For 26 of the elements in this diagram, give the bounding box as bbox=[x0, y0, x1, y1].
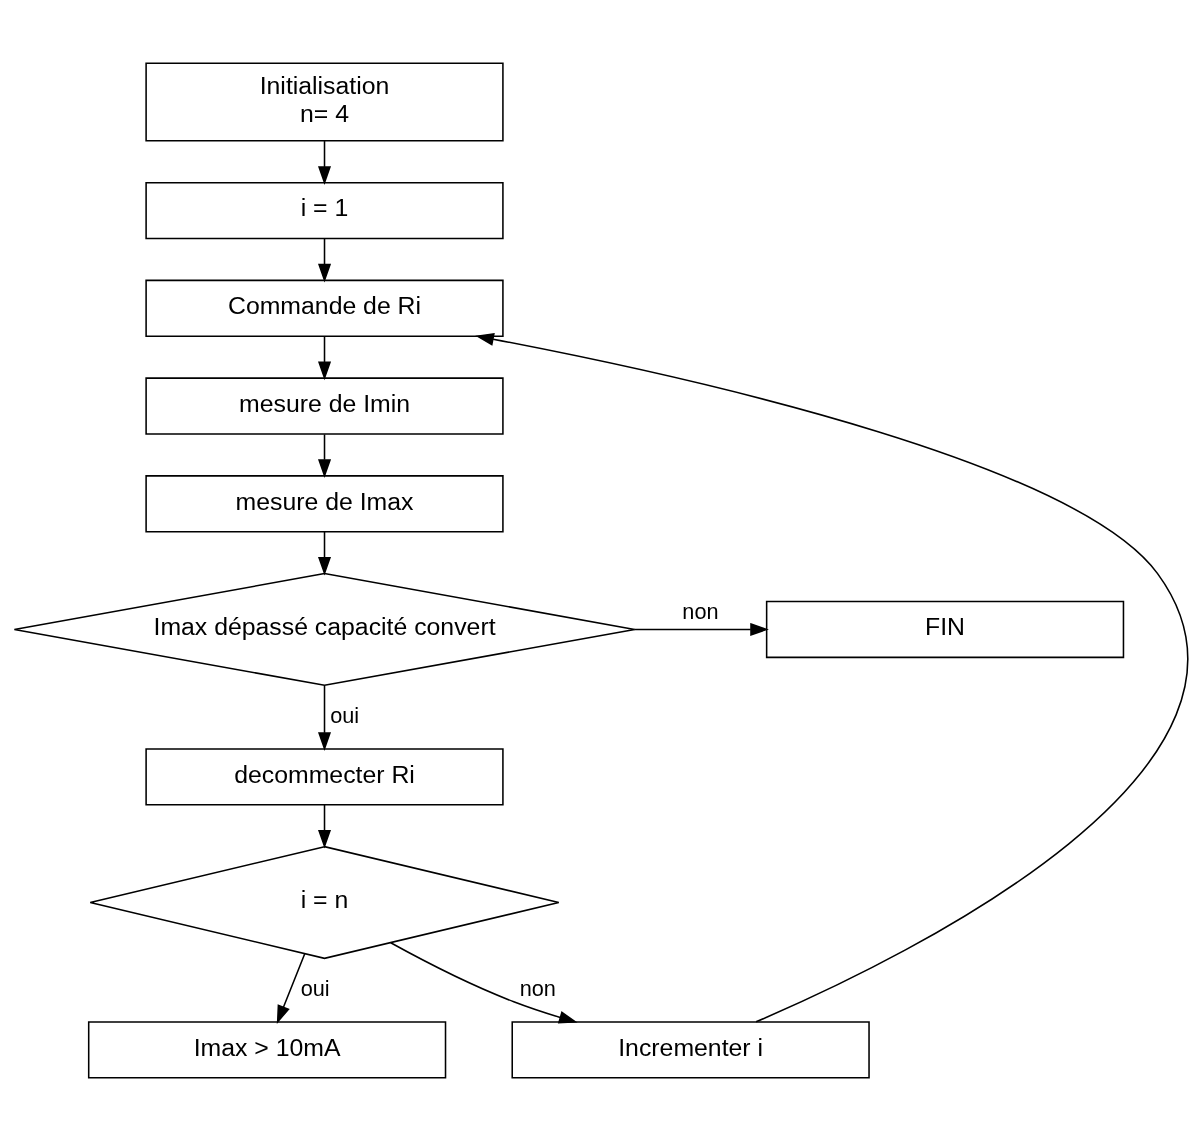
node-diamond: i = n bbox=[89, 845, 560, 959]
node-box: Initialisation n= 4 bbox=[145, 61, 504, 142]
node-box: i = 1 bbox=[145, 181, 504, 239]
node-box: Commande de Ri bbox=[145, 279, 504, 337]
edge-label: oui bbox=[330, 702, 360, 728]
arrow bbox=[318, 335, 332, 380]
node-box: mesure de Imin bbox=[145, 376, 504, 435]
node-box: Imax > 10mA bbox=[87, 1020, 447, 1079]
arrow bbox=[318, 684, 332, 751]
edge-label: non bbox=[519, 975, 556, 1001]
node-box: Incrementer i bbox=[511, 1020, 870, 1079]
arrow bbox=[475, 332, 1189, 1023]
edge-label: oui bbox=[300, 975, 330, 1001]
edge-label: non bbox=[682, 598, 719, 624]
arrow bbox=[276, 952, 306, 1024]
node-box: FIN bbox=[765, 600, 1125, 658]
arrow bbox=[318, 139, 332, 185]
arrow bbox=[318, 530, 332, 575]
arrow bbox=[318, 433, 332, 478]
node-diamond: Imax dépassé capacité convert bbox=[13, 572, 636, 686]
arrow bbox=[389, 941, 578, 1024]
arrow bbox=[318, 803, 332, 849]
node-box: decommecter Ri bbox=[145, 747, 504, 806]
node-box: mesure de Imax bbox=[145, 474, 504, 532]
arrow bbox=[318, 237, 332, 282]
arrow bbox=[633, 622, 769, 636]
